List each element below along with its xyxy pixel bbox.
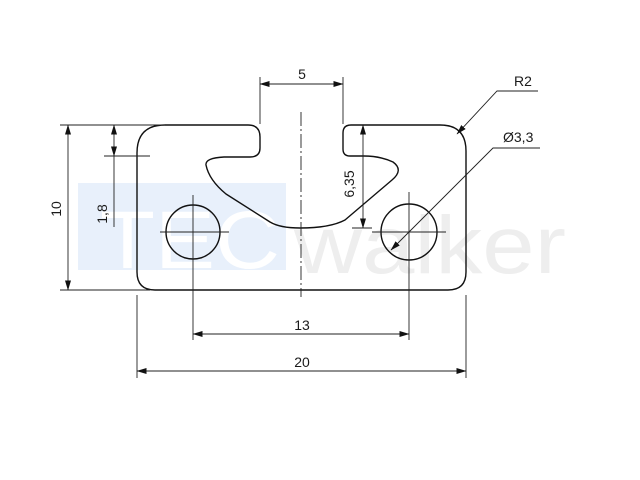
dim-hole-spacing-label: 13 bbox=[294, 317, 310, 333]
dim-width-total-label: 20 bbox=[294, 354, 310, 370]
dim-radius-label: R2 bbox=[514, 73, 532, 89]
dim-hole-diameter-label: Ø3,3 bbox=[503, 129, 534, 145]
dimension-lines bbox=[65, 81, 540, 374]
leader-hole-diameter bbox=[390, 147, 540, 251]
watermark-text-tec: TEC bbox=[100, 195, 280, 286]
leader-radius bbox=[456, 90, 538, 135]
profile-outline bbox=[136, 124, 467, 291]
dim-lip-height-label: 1,8 bbox=[94, 204, 110, 224]
dim-slot-depth-label: 6,35 bbox=[341, 170, 357, 197]
dim-slot-width-label: 5 bbox=[298, 66, 306, 82]
watermark: TEC walker bbox=[78, 183, 566, 291]
dim-height-total-label: 10 bbox=[48, 201, 64, 217]
watermark-text-walker: walker bbox=[293, 200, 566, 291]
center-lines bbox=[160, 112, 446, 340]
dimension-texts: 5 R2 Ø3,3 10 1,8 6,35 13 20 bbox=[48, 66, 534, 370]
watermark-box bbox=[78, 183, 286, 270]
